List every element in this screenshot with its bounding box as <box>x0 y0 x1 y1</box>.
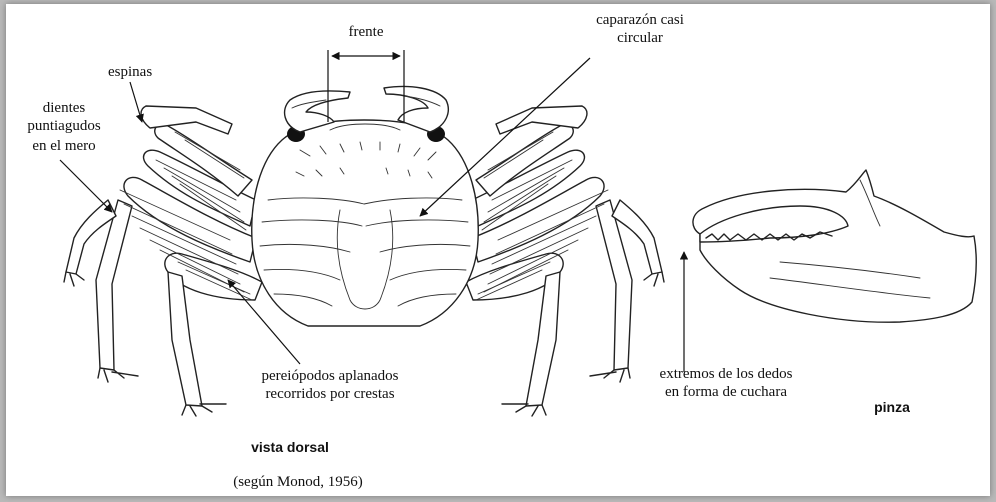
label-frente: frente <box>349 24 384 40</box>
label-extremos-line2: en forma de cuchara <box>665 384 787 400</box>
label-extremos-line1: extremos de los dedos <box>660 366 793 382</box>
label-caparazon-line2: circular <box>617 30 663 46</box>
caption-vista-dorsal: vista dorsal <box>251 439 329 455</box>
caption-credit: (según Monod, 1956) <box>233 474 363 490</box>
carapace <box>252 120 479 326</box>
claw-illustration <box>693 170 976 322</box>
label-pereiopodos-line2: recorridos por crestas <box>265 386 394 402</box>
label-dientes-line3: en el mero <box>32 138 95 154</box>
label-dientes-line1: dientes <box>43 100 86 116</box>
right-walking-legs <box>466 106 664 416</box>
caption-pinza: pinza <box>874 399 910 415</box>
crab-dorsal-illustration <box>64 87 664 417</box>
label-caparazon-line1: caparazón casi <box>596 12 684 28</box>
label-espinas: espinas <box>108 64 152 80</box>
label-pereiopodos-line1: pereiópodos aplanados <box>261 368 398 384</box>
label-dientes-line2: puntiagudos <box>27 118 100 134</box>
